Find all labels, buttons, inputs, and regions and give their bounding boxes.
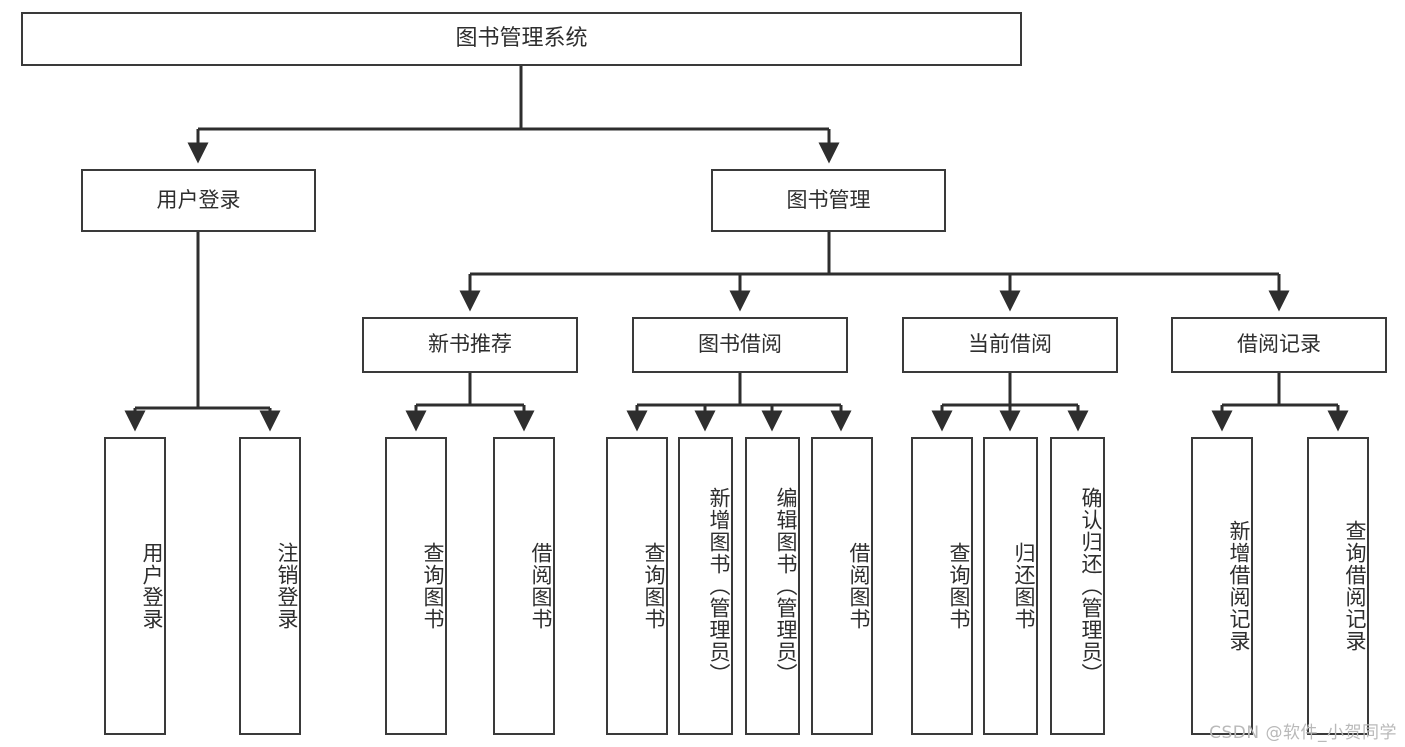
node-book-borrow[interactable]: 图书借阅 (632, 317, 848, 373)
node-label: 确认归还（管理员） (1079, 487, 1103, 685)
leaf-new-book-query[interactable]: 查询图书 (385, 437, 447, 735)
node-label: 用户登录 (156, 187, 241, 212)
leaf-current-query-book[interactable]: 查询图书 (911, 437, 973, 735)
node-label: 用户登录 (140, 542, 164, 630)
node-label: 查询借阅记录 (1343, 520, 1367, 652)
node-label: 图书借阅 (698, 332, 782, 357)
node-label: 借阅记录 (1237, 332, 1321, 357)
node-user-login[interactable]: 用户登录 (81, 169, 316, 232)
leaf-user-login-login[interactable]: 用户登录 (104, 437, 166, 735)
node-label: 当前借阅 (968, 332, 1052, 357)
node-label: 借阅图书 (529, 542, 553, 630)
csdn-watermark: CSDN @软件_小贺同学 (1209, 723, 1397, 743)
leaf-user-login-logout[interactable]: 注销登录 (239, 437, 301, 735)
node-label: 注销登录 (275, 542, 299, 630)
node-label: 图书管理系统 (455, 25, 588, 51)
leaf-current-confirm-return-admin[interactable]: 确认归还（管理员） (1050, 437, 1105, 735)
node-label: 新增借阅记录 (1227, 520, 1251, 652)
leaf-current-return-book[interactable]: 归还图书 (983, 437, 1038, 735)
node-label: 查询图书 (642, 542, 666, 630)
node-root-system[interactable]: 图书管理系统 (21, 12, 1022, 66)
node-label: 新增图书（管理员） (707, 487, 731, 685)
node-label: 查询图书 (947, 542, 971, 630)
leaf-borrow-query-book[interactable]: 查询图书 (606, 437, 668, 735)
node-label: 新书推荐 (428, 332, 512, 357)
node-current-borrow[interactable]: 当前借阅 (902, 317, 1118, 373)
leaf-record-add[interactable]: 新增借阅记录 (1191, 437, 1253, 735)
node-new-book-recommend[interactable]: 新书推荐 (362, 317, 578, 373)
node-label: 归还图书 (1012, 542, 1036, 630)
node-label: 图书管理 (786, 187, 871, 212)
node-book-management[interactable]: 图书管理 (711, 169, 946, 232)
leaf-new-book-borrow[interactable]: 借阅图书 (493, 437, 555, 735)
node-label: 编辑图书（管理员） (774, 487, 798, 685)
node-borrow-record[interactable]: 借阅记录 (1171, 317, 1387, 373)
node-label: 查询图书 (421, 542, 445, 630)
node-label: 借阅图书 (847, 542, 871, 630)
leaf-borrow-borrow-book[interactable]: 借阅图书 (811, 437, 873, 735)
leaf-record-query[interactable]: 查询借阅记录 (1307, 437, 1369, 735)
leaf-borrow-edit-book-admin[interactable]: 编辑图书（管理员） (745, 437, 800, 735)
leaf-borrow-add-book-admin[interactable]: 新增图书（管理员） (678, 437, 733, 735)
